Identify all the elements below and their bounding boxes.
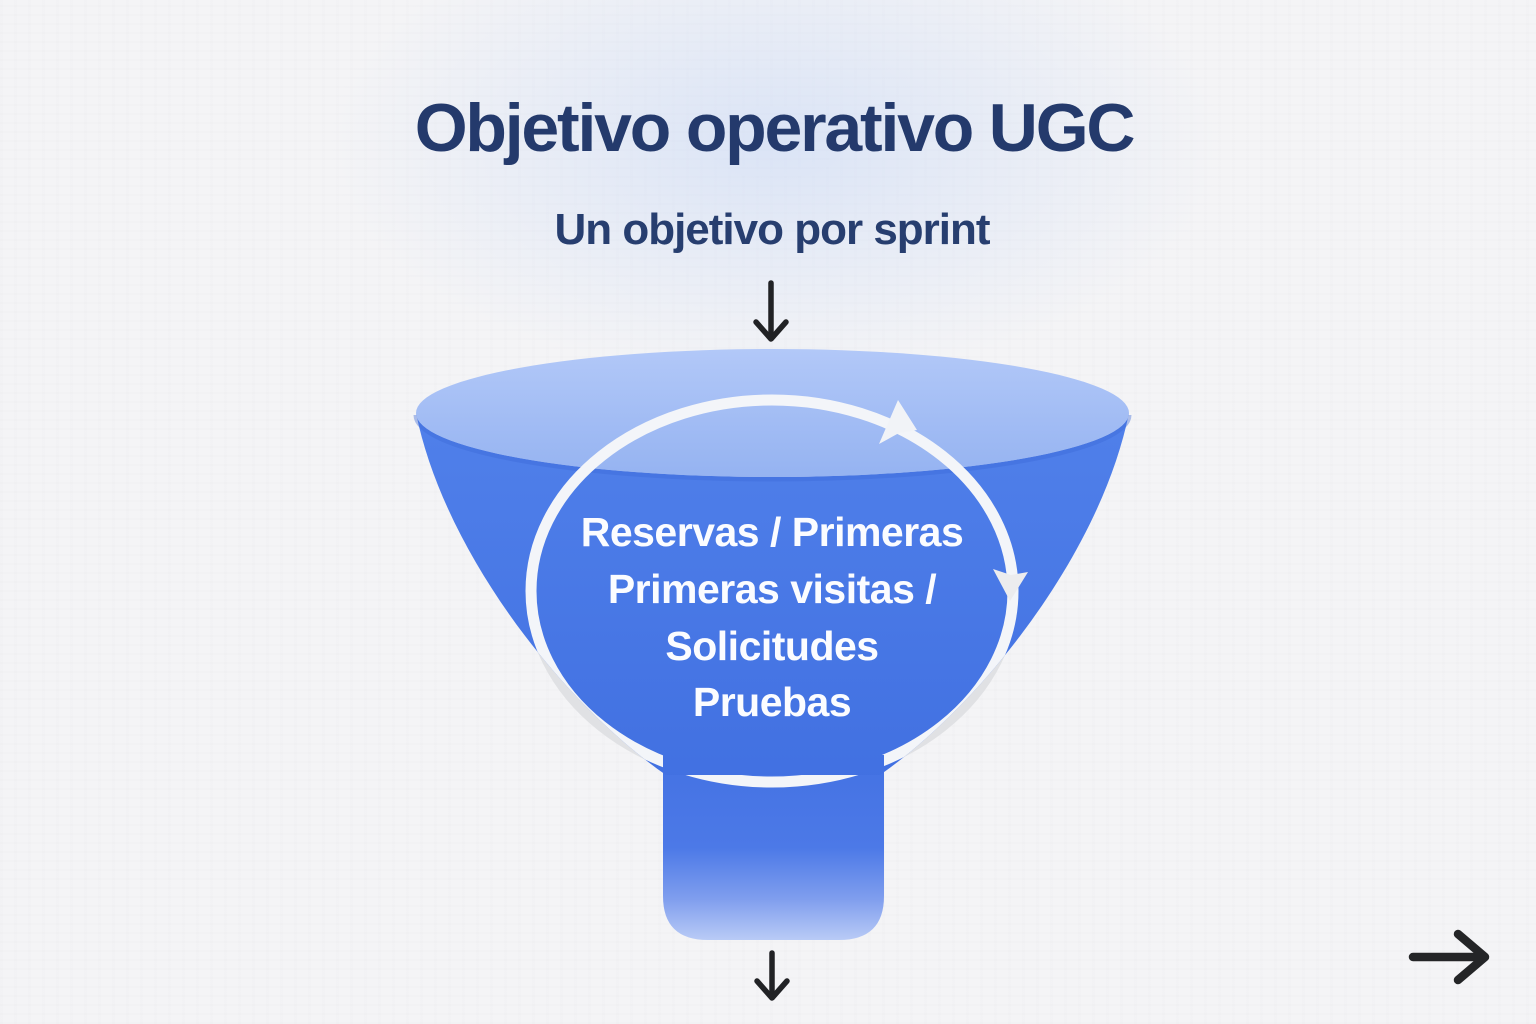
down-arrow-icon xyxy=(754,950,790,1001)
funnel-label-line-2: Primeras visitas / xyxy=(608,566,936,612)
funnel-label-line-4: Pruebas xyxy=(693,679,851,725)
funnel-label-line-3: Solicitudes xyxy=(665,623,878,669)
funnel-label-line-1: Reservas / Primeras xyxy=(581,509,964,555)
funnel-top-ellipse xyxy=(416,349,1129,477)
down-arrow-icon xyxy=(753,280,789,342)
cycle-arrowhead-top xyxy=(879,400,917,444)
cycle-arrowhead-right xyxy=(993,569,1028,601)
funnel-stem xyxy=(663,755,884,940)
right-arrow-icon[interactable] xyxy=(1408,929,1490,985)
page-subtitle: Un objetivo por sprint xyxy=(554,205,990,254)
funnel-cone xyxy=(416,413,1129,775)
funnel-rim-shadow xyxy=(413,414,1132,482)
page-title: Objetivo operativo UGC xyxy=(414,90,1136,166)
